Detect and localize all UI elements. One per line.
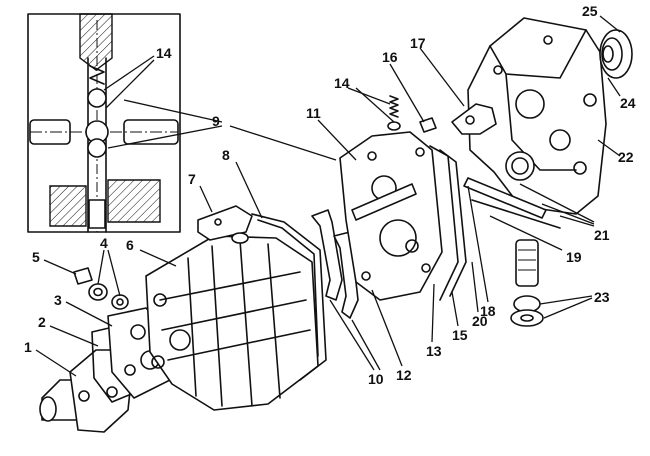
rear-housing (419, 17, 633, 229)
detail-inset (27, 13, 181, 233)
callout-11: 11 (306, 105, 321, 121)
callout-7: 7 (188, 171, 196, 187)
callout-15: 15 (452, 327, 468, 343)
callout-14: 14 (334, 75, 350, 91)
callout-13: 13 (426, 343, 442, 359)
callout-6: 6 (126, 237, 134, 253)
callout-23: 23 (594, 289, 610, 305)
callout-12: 12 (396, 367, 412, 383)
callout-3: 3 (54, 292, 62, 308)
callout-14-inset: 14 (156, 45, 172, 61)
callout-20: 20 (472, 313, 488, 329)
intermediate-plate (339, 131, 467, 301)
callout-10: 10 (368, 371, 384, 387)
callout-21: 21 (594, 227, 610, 243)
main-gearbox-housing (145, 205, 327, 411)
leader-lines (35, 15, 621, 377)
rear-extension-assembly (39, 307, 171, 433)
callout-4: 4 (100, 235, 108, 251)
callout-16: 16 (382, 49, 398, 65)
callout-5: 5 (32, 249, 40, 265)
plug-and-washers (73, 267, 129, 310)
callout-9: 9 (212, 113, 220, 129)
callout-labels: 1 2 3 4 5 6 7 8 9 10 11 12 13 14 14 15 1… (24, 3, 636, 387)
callout-1: 1 (24, 339, 32, 355)
callout-17: 17 (410, 35, 426, 51)
detent-springs (387, 95, 401, 131)
callout-24: 24 (620, 95, 636, 111)
oil-filter (510, 239, 544, 327)
callout-18: 18 (480, 303, 496, 319)
callout-22: 22 (618, 149, 634, 165)
callout-8: 8 (222, 147, 230, 163)
callout-19: 19 (566, 249, 582, 265)
callout-2: 2 (38, 314, 46, 330)
callout-25: 25 (582, 3, 598, 19)
